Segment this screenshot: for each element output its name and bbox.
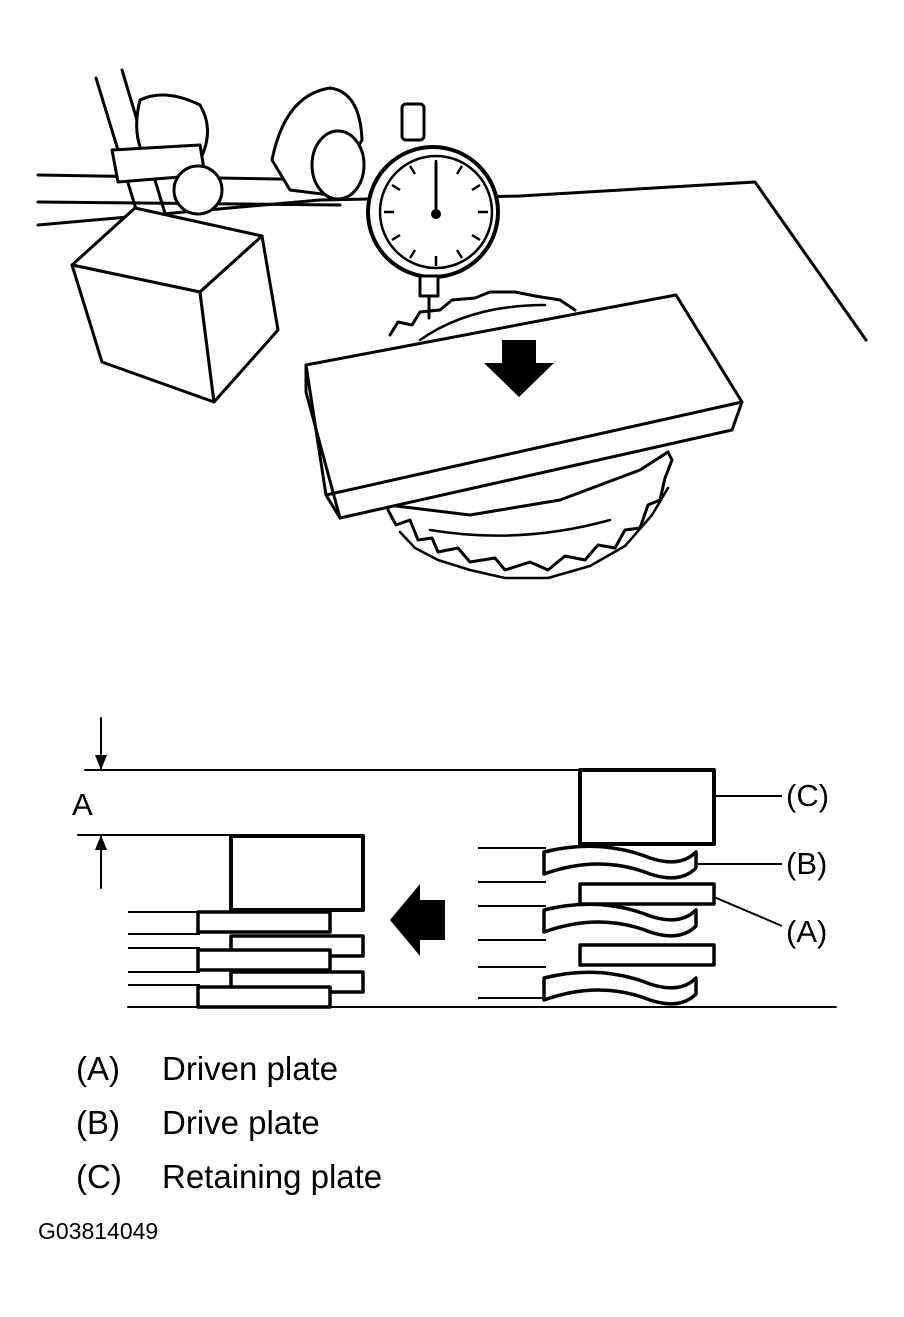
driven-plate-2 [578,943,716,967]
dial-gauge-illustration [36,68,868,580]
dimension-label-a: A [72,787,93,822]
plate-compressed-5 [196,985,332,1009]
press-down-arrow [484,340,554,397]
legend-item-b: (B) Drive plate [76,1104,320,1142]
retaining-plate-compressed [229,834,365,912]
clamp-knob [110,93,224,216]
indicator-stem [400,102,426,142]
plate-compressed-3 [196,948,332,972]
dimension-a-arrows [95,717,107,889]
legend-item-c: (C) Retaining plate [76,1158,382,1196]
legend-key: (A) [76,1050,120,1087]
legend-text: Driven plate [162,1050,339,1087]
legend-text: Drive plate [162,1104,320,1141]
dial-indicator [366,102,500,320]
drive-plate-2 [542,902,698,938]
retaining-plate [578,768,716,846]
pressing-plate [304,293,744,520]
figure-code: G03814049 [38,1218,159,1244]
clutch-pack [386,290,674,580]
free-spline-lines [478,847,546,999]
free-stack [478,768,716,1006]
clearance-cross-section: A [72,717,837,1009]
drive-plate-1 [542,844,698,880]
callout-b: (B) [786,846,827,881]
plate-compressed-1 [196,910,332,934]
callout-leaders [698,795,783,927]
compressed-stack [128,834,365,1009]
callout-c: (C) [786,778,829,813]
callout-a: (A) [786,914,827,949]
legend-key: (B) [76,1104,120,1141]
magnetic-base [70,206,280,404]
plunger-sleeve [418,274,440,298]
legend-key: (C) [76,1158,122,1195]
table-surface [36,180,868,342]
needle-hub [431,209,441,219]
compressed-spline-lines [128,911,200,986]
compress-left-arrow [390,884,445,956]
drive-plate-3 [542,970,698,1006]
driven-plate-1 [578,882,716,906]
gauge-clamp-knob [270,86,366,201]
legend-text: Retaining plate [162,1158,383,1195]
legend-item-a: (A) Driven plate [76,1050,338,1088]
